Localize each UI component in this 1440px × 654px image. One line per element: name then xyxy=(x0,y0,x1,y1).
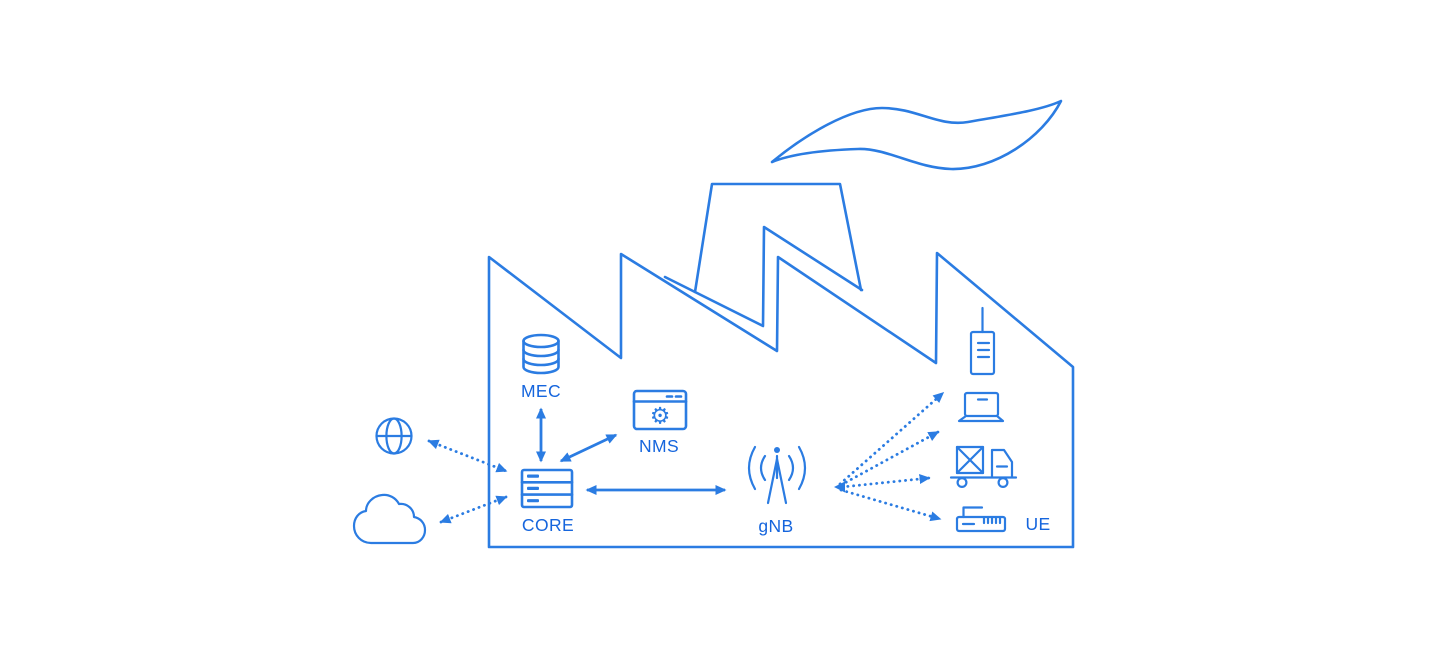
dotted-arrow-gnb-laptop xyxy=(839,430,940,487)
gear-icon: ⚙ xyxy=(650,404,671,430)
gnb-ue-fan xyxy=(834,391,945,522)
dotted-arrow-cloud-core xyxy=(439,495,508,524)
handheld-radio-icon xyxy=(969,306,996,376)
dotted-arrow-internet-core xyxy=(427,439,508,473)
cloud-icon xyxy=(352,493,427,545)
arrow-core-nms xyxy=(559,433,618,463)
smoke xyxy=(770,99,1063,171)
factory-roof-front-tooth xyxy=(663,225,864,328)
mec-label: MEC xyxy=(521,381,561,401)
dotted-arrow-gnb-handheld xyxy=(838,391,945,486)
dotted-arrow-gnb-router xyxy=(839,488,942,522)
antenna-icon xyxy=(747,445,807,505)
ue-label: UE xyxy=(1025,514,1050,534)
database-icon xyxy=(522,333,560,375)
cargo-truck-icon xyxy=(949,445,1018,489)
factory-outline xyxy=(487,251,1075,549)
factory-building xyxy=(487,99,1075,549)
core-label: CORE xyxy=(522,515,574,535)
server-icon xyxy=(520,468,574,509)
dotted-arrow-gnb-truck xyxy=(840,474,931,489)
laptop-icon xyxy=(957,391,1005,423)
nms-label: NMS xyxy=(639,436,679,456)
app-window-gear-icon: ⚙ xyxy=(632,389,688,431)
gnb-label: gNB xyxy=(758,516,793,536)
chimney xyxy=(693,182,863,294)
globe-icon xyxy=(375,417,413,455)
router-icon xyxy=(955,506,1007,533)
